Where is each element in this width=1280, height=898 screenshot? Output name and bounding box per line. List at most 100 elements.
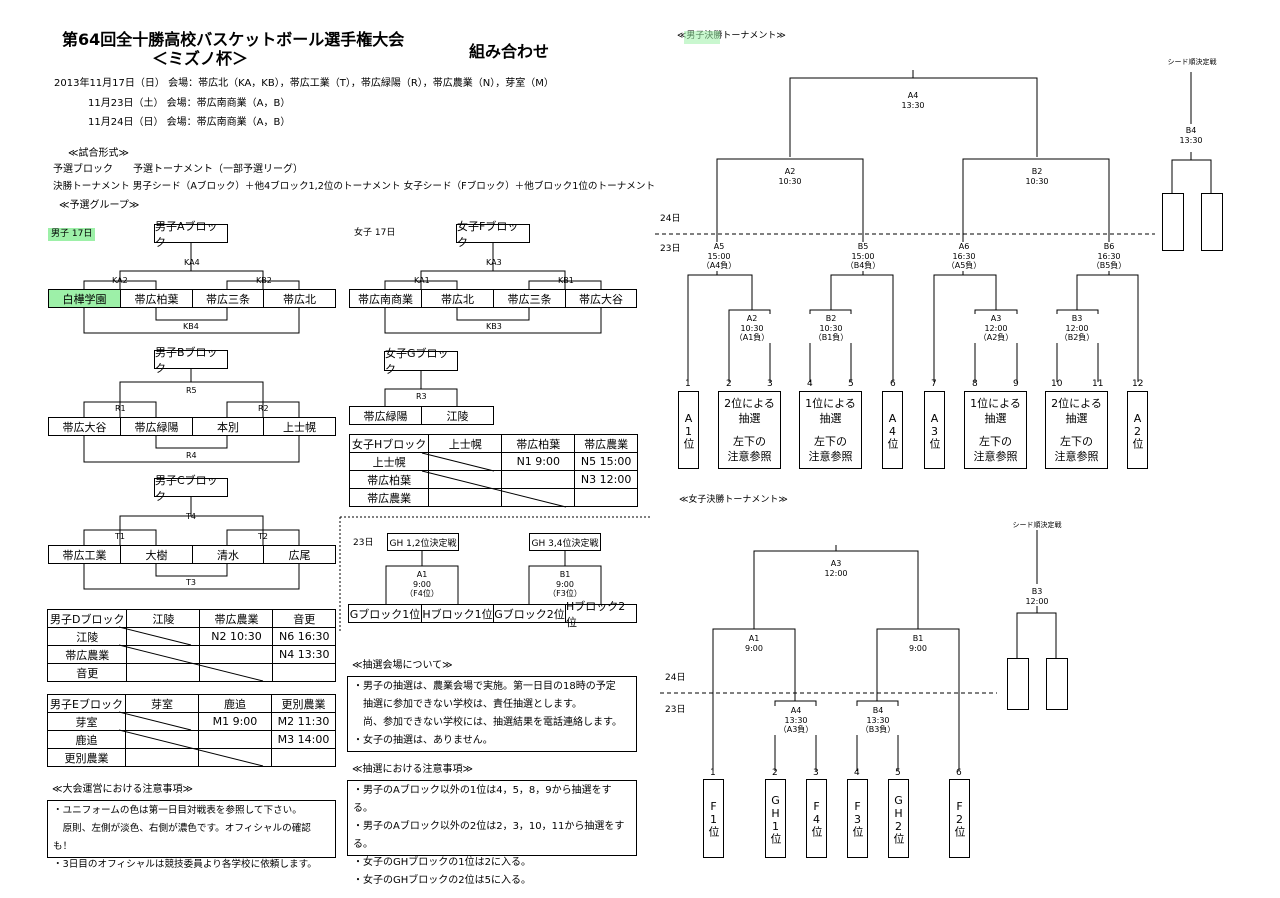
block-a-team-4: 帯広北 xyxy=(263,289,336,308)
men-slot-number: 11 xyxy=(1092,379,1104,389)
men-slot-line: 抽選 xyxy=(819,412,842,425)
men-qf-1: A5 15:00 （A4負） xyxy=(697,242,741,271)
men-slot-text: A1位 xyxy=(682,411,695,449)
men-qf-time: 16:30 xyxy=(1097,251,1121,261)
lottery-venue-line: ・女子の抽選は、ありません。 xyxy=(353,735,493,746)
men-r1-time: 12:00 xyxy=(984,323,1008,333)
men-r1-note: （B2負） xyxy=(1059,333,1095,343)
men-r1-note: （A2負） xyxy=(978,333,1014,343)
men-qf-id: A6 xyxy=(958,242,970,251)
women-final-semi-2: B1 9:00 xyxy=(898,634,938,653)
men-slot-line: 注意参照 xyxy=(727,450,772,463)
men-final-heading-text: ≪男子決勝トーナメント≫ xyxy=(677,31,786,41)
men-qf-note: （B4負） xyxy=(845,261,881,271)
men-slot-number: 4 xyxy=(807,379,813,389)
men-slot-draw-2b: 2位による 抽選 左下の 注意参照 xyxy=(1045,391,1108,469)
date-line-2: 11月23日（土） 会場：帯広南商業（A，B） xyxy=(88,98,291,109)
men-slot-line: 抽選 xyxy=(1065,412,1088,425)
men-17-label: 男子 17日 xyxy=(48,228,96,241)
men-slot-line: 2位による xyxy=(1051,397,1102,410)
women-slot-number: 2 xyxy=(772,768,778,778)
women-slot-f1: F1位 xyxy=(703,779,724,858)
format-line2: 決勝トーナメント 男子シード（Aブロック）＋他4ブロック1,2位のトーナメント … xyxy=(53,181,656,192)
men-seed-time: 13:30 xyxy=(1179,135,1203,145)
women-slot-number: 4 xyxy=(854,768,860,778)
men-slot-line: 左下の xyxy=(1060,435,1093,448)
lottery-venue-line: 抽選に参加できない学校は、責任抽選とします。 xyxy=(353,699,582,710)
women-slot-text: F4位 xyxy=(810,800,823,837)
men-qf-note: （B5負） xyxy=(1091,261,1127,271)
men-slot-line: 左下の xyxy=(979,435,1012,448)
men-day24: 24日 xyxy=(660,214,681,224)
women-slot-number: 6 xyxy=(956,768,962,778)
men-qf-4: B6 16:30 （B5負） xyxy=(1087,242,1131,271)
lottery-venue-line: ・男子の抽選は、農業会場で実施。第一日目の18時の予定 xyxy=(353,681,616,692)
gh-right-game: B1 9:00 （F3位） xyxy=(545,570,585,599)
women-slot-number: 5 xyxy=(895,768,901,778)
lottery-notes-line: ・男子のAブロック以外の2位は2，3，10，11から抽選をする。 xyxy=(353,821,625,850)
page-title: 第64回全十勝高校バスケットボール選手権大会 ＜ミズノ杯＞ xyxy=(62,30,404,68)
men-final-semi-id: A2 xyxy=(784,167,796,176)
men-r1-time: 10:30 xyxy=(819,323,843,333)
block-a-final: KA4 xyxy=(184,258,200,267)
men-r1-4: B3 12:00 （B2負） xyxy=(1055,314,1099,343)
men-r1-id: A2 xyxy=(746,314,758,323)
men-qf-time: 16:30 xyxy=(952,251,976,261)
block-d-row-label: 帯広農業 xyxy=(46,645,128,664)
lottery-notes-line: ・男子のAブロック以外の1位は4，5，8，9から抽選をする。 xyxy=(353,785,612,814)
operation-notes-line: ・ユニフォームの色は第一日目対戦表を参照して下さい。 xyxy=(53,805,302,816)
men-r1-note: （A1負） xyxy=(734,333,770,343)
gh-right-game-time: 9:00 xyxy=(556,579,574,589)
lottery-venue-heading: ≪抽選会場について≫ xyxy=(352,660,453,671)
block-f-semi-2: KB1 xyxy=(558,276,574,285)
gh-left-game-note: （F4位） xyxy=(405,589,439,599)
lottery-venue-box: ・男子の抽選は、農業会場で実施。第一日目の18時の予定 抽選に参加できない学校は… xyxy=(347,676,637,752)
women-day24: 24日 xyxy=(665,673,686,683)
women-r1-time: 13:30 xyxy=(866,715,890,725)
women-slot-f4: F4位 xyxy=(806,779,827,858)
block-b-semi-2: R2 xyxy=(258,404,269,413)
men-slot-text: A2位 xyxy=(1131,411,1144,449)
women-final-heading: ≪女子決勝トーナメント≫ xyxy=(679,495,788,505)
title-kumiawase: 組み合わせ xyxy=(469,42,550,61)
title-line2: ＜ミズノ杯＞ xyxy=(152,49,249,68)
block-e-cell: M3 14:00 xyxy=(270,730,337,749)
women-r1-1: A4 13:30 （A3負） xyxy=(774,706,818,735)
operation-notes-line: ・3日目のオフィシャルは競技委員より各学校に依頼します。 xyxy=(53,859,317,870)
men-slot-number: 10 xyxy=(1051,379,1063,389)
block-e-header: 男子Eブロック xyxy=(47,694,126,713)
women-final-top-id: A3 xyxy=(830,559,842,568)
men-slot-draw-2: 2位による 抽選 左下の 注意参照 xyxy=(718,391,781,469)
block-e-row-label: 更別農業 xyxy=(47,748,126,767)
men-seed-slot-1 xyxy=(1162,193,1184,251)
gh-right-title: GH 3,4位決定戦 xyxy=(529,533,601,551)
block-c-team-4: 広尾 xyxy=(263,545,336,564)
block-c-final: T4 xyxy=(186,512,196,521)
women-r1-id: B4 xyxy=(872,706,884,715)
men-slot-draw-1b: 1位による 抽選 左下の 注意参照 xyxy=(964,391,1027,469)
men-final-top-id: A4 xyxy=(907,91,919,100)
men-qf-time: 15:00 xyxy=(707,251,731,261)
women-final-top-time: 12:00 xyxy=(824,568,848,578)
gh-day: 23日 xyxy=(353,538,374,548)
men-seed-id: B4 xyxy=(1185,126,1197,135)
women-slot-text: F1位 xyxy=(707,800,720,837)
block-h-col: 上士幌 xyxy=(428,434,503,453)
block-c-semi-2: T2 xyxy=(258,532,268,541)
block-b-third: R4 xyxy=(186,451,197,460)
men-slot-line: 注意参照 xyxy=(1054,450,1099,463)
men-qf-id: B6 xyxy=(1103,242,1115,251)
block-b-team-4: 上士幌 xyxy=(263,417,336,436)
men-slot-line: 左下の xyxy=(814,435,847,448)
men-slot-line: 左下の xyxy=(733,435,766,448)
gh-left-game-time: 9:00 xyxy=(413,579,431,589)
men-slot-a3: A3位 xyxy=(924,391,945,469)
gh-left-game: A1 9:00 （F4位） xyxy=(402,570,442,599)
men-final-semi-id: B2 xyxy=(1031,167,1043,176)
format-line1: 予選ブロック 予選トーナメント（一部予選リーグ） xyxy=(53,164,303,175)
women-17-label: 女子 17日 xyxy=(354,228,396,238)
men-slot-number: 9 xyxy=(1013,379,1019,389)
